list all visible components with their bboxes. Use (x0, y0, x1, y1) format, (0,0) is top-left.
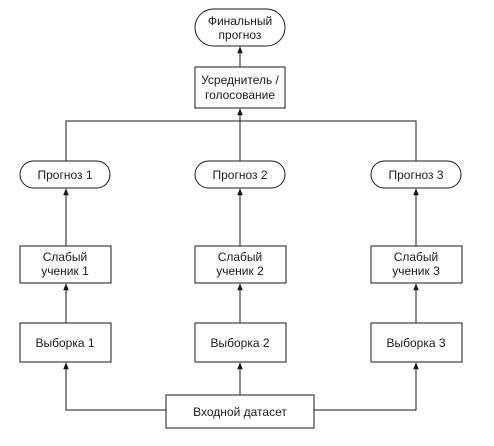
forecast-2-node: Прогноз 2 (194, 160, 286, 189)
weak-learner-3-label-line-2: ученик 3 (392, 264, 440, 278)
weak-learner-1-label-line-1: Слабый (43, 250, 88, 264)
sample-1-node: Выборка 1 (19, 322, 112, 363)
weak-learner-3-label-line-1: Слабый (394, 250, 439, 264)
final-forecast-label-line-1: Финальный (208, 14, 272, 28)
aggregator-label-line-1: Усреднитель / (201, 73, 279, 87)
input-dataset-label: Входной датасет (193, 405, 287, 419)
weak-learner-2-label-line-1: Слабый (218, 250, 263, 264)
aggregator-label-line-2: голосование (205, 88, 275, 102)
weak-learner-1-label-line-2: ученик 1 (41, 264, 89, 278)
sample-1-label: Выборка 1 (35, 336, 94, 350)
weak-learner-2-node: Слабый ученик 2 (194, 245, 287, 284)
edge-forecast-1-to-aggregator (65, 120, 240, 161)
connectors (63, 46, 419, 411)
edge-dataset-to-sample-3 (314, 362, 419, 411)
forecast-1-label: Прогноз 1 (37, 168, 92, 182)
weak-learner-2-label-line-2: ученик 2 (216, 264, 264, 278)
forecast-1-node: Прогноз 1 (19, 160, 111, 189)
aggregator-node: Усреднитель / голосование (194, 66, 286, 109)
forecast-3-label: Прогноз 3 (388, 168, 443, 182)
input-dataset-node: Входной датасет (165, 394, 315, 429)
sample-2-label: Выборка 2 (210, 336, 269, 350)
sample-3-node: Выборка 3 (370, 322, 463, 363)
final-forecast-label-line-2: прогноз (219, 28, 262, 42)
final-forecast-node: Финальный прогноз (194, 8, 286, 47)
sample-2-node: Выборка 2 (194, 322, 287, 363)
edge-forecast-3-to-aggregator (240, 120, 417, 161)
forecast-2-label: Прогноз 2 (212, 168, 267, 182)
weak-learner-3-node: Слабый ученик 3 (370, 245, 463, 284)
forecast-3-node: Прогноз 3 (370, 160, 462, 189)
weak-learner-1-node: Слабый ученик 1 (19, 245, 112, 284)
edge-dataset-to-sample-1 (63, 362, 166, 411)
sample-3-label: Выборка 3 (386, 336, 445, 350)
